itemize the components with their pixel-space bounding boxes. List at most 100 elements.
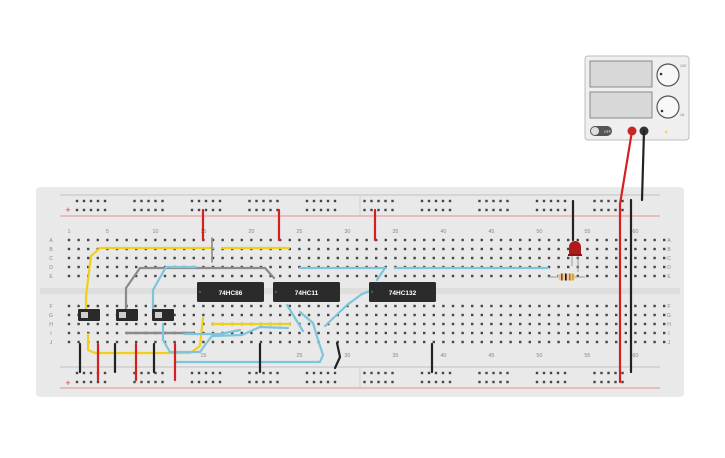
breadboard-hole[interactable] (211, 304, 215, 308)
breadboard-hole[interactable] (432, 247, 435, 251)
breadboard-hole[interactable] (173, 313, 176, 317)
rail-hole[interactable] (434, 371, 438, 375)
breadboard-hole[interactable] (279, 256, 282, 260)
slide-switch[interactable] (116, 309, 138, 321)
breadboard-hole[interactable] (106, 265, 109, 269)
breadboard-hole[interactable] (375, 331, 378, 335)
breadboard-hole[interactable] (519, 322, 522, 326)
rail-hole[interactable] (556, 371, 560, 375)
breadboard-hole[interactable] (547, 247, 551, 251)
breadboard-hole[interactable] (269, 274, 272, 278)
rail-hole[interactable] (593, 208, 596, 212)
breadboard-hole[interactable] (67, 331, 71, 335)
breadboard-hole[interactable] (67, 274, 71, 278)
breadboard-hole[interactable] (615, 238, 618, 242)
breadboard-hole[interactable] (509, 274, 512, 278)
breadboard-hole[interactable] (499, 238, 503, 242)
breadboard-hole[interactable] (480, 247, 483, 251)
rail-hole[interactable] (593, 371, 596, 375)
breadboard-hole[interactable] (615, 274, 618, 278)
breadboard-hole[interactable] (423, 274, 426, 278)
breadboard-hole[interactable] (413, 238, 416, 242)
breadboard-hole[interactable] (519, 331, 522, 335)
rail-hole[interactable] (370, 199, 373, 203)
rail-hole[interactable] (269, 371, 272, 375)
breadboard-hole[interactable] (106, 256, 109, 260)
rail-hole[interactable] (441, 199, 445, 203)
rail-hole[interactable] (549, 371, 553, 375)
breadboard-hole[interactable] (634, 265, 637, 269)
breadboard-hole[interactable] (317, 274, 320, 278)
rail-hole[interactable] (600, 371, 603, 375)
breadboard-hole[interactable] (115, 265, 119, 269)
breadboard-hole[interactable] (77, 265, 80, 269)
breadboard-hole[interactable] (67, 265, 71, 269)
breadboard-hole[interactable] (423, 247, 426, 251)
rail-hole[interactable] (441, 208, 445, 212)
breadboard-hole[interactable] (471, 274, 474, 278)
breadboard-hole[interactable] (480, 274, 483, 278)
breadboard-hole[interactable] (336, 256, 339, 260)
breadboard-hole[interactable] (471, 247, 474, 251)
breadboard-hole[interactable] (327, 304, 330, 308)
resistor[interactable] (548, 273, 585, 281)
breadboard-hole[interactable] (346, 238, 349, 242)
breadboard-hole[interactable] (653, 256, 656, 260)
breadboard-hole[interactable] (403, 247, 407, 251)
breadboard-hole[interactable] (634, 331, 637, 335)
breadboard-hole[interactable] (538, 331, 541, 335)
breadboard-hole[interactable] (259, 256, 263, 260)
breadboard-hole[interactable] (586, 304, 589, 308)
breadboard-hole[interactable] (317, 313, 320, 317)
breadboard-hole[interactable] (346, 256, 349, 260)
breadboard-hole[interactable] (240, 256, 243, 260)
wire-blue[interactable] (182, 328, 242, 336)
rail-hole[interactable] (499, 371, 502, 375)
breadboard-hole[interactable] (375, 256, 378, 260)
breadboard-hole[interactable] (663, 304, 666, 308)
breadboard-hole[interactable] (317, 238, 320, 242)
rail-hole[interactable] (600, 208, 603, 212)
breadboard-hole[interactable] (615, 256, 618, 260)
breadboard-hole[interactable] (528, 340, 531, 344)
breadboard-hole[interactable] (615, 265, 618, 269)
breadboard-hole[interactable] (211, 313, 215, 317)
breadboard-hole[interactable] (163, 256, 167, 260)
rail-hole[interactable] (319, 199, 323, 203)
breadboard-hole[interactable] (490, 322, 493, 326)
breadboard-hole[interactable] (586, 331, 589, 335)
breadboard-hole[interactable] (624, 340, 627, 344)
breadboard-hole[interactable] (192, 256, 195, 260)
breadboard-hole[interactable] (106, 274, 109, 278)
breadboard-hole[interactable] (250, 331, 253, 335)
breadboard-hole[interactable] (259, 313, 263, 317)
breadboard-hole[interactable] (576, 331, 579, 335)
breadboard-hole[interactable] (653, 265, 656, 269)
rail-hole[interactable] (75, 199, 79, 203)
breadboard-hole[interactable] (87, 322, 90, 326)
breadboard-hole[interactable] (653, 247, 656, 251)
breadboard-hole[interactable] (403, 322, 407, 326)
breadboard-hole[interactable] (499, 304, 503, 308)
rail-hole[interactable] (190, 199, 194, 203)
breadboard-hole[interactable] (240, 238, 243, 242)
rail-hole[interactable] (434, 199, 438, 203)
breadboard-hole[interactable] (547, 274, 551, 278)
rail-hole[interactable] (391, 371, 394, 375)
breadboard-hole[interactable] (509, 340, 512, 344)
rail-hole[interactable] (262, 380, 265, 384)
breadboard-hole[interactable] (375, 322, 378, 326)
breadboard-hole[interactable] (509, 247, 512, 251)
breadboard-hole[interactable] (259, 238, 263, 242)
breadboard-hole[interactable] (298, 304, 301, 308)
breadboard-hole[interactable] (96, 322, 99, 326)
breadboard-hole[interactable] (663, 331, 666, 335)
breadboard-hole[interactable] (634, 256, 637, 260)
breadboard-hole[interactable] (423, 304, 426, 308)
breadboard-hole[interactable] (471, 322, 474, 326)
breadboard-hole[interactable] (384, 256, 387, 260)
breadboard-hole[interactable] (67, 238, 71, 242)
switch-lever[interactable] (119, 312, 126, 318)
breadboard-hole[interactable] (461, 274, 464, 278)
rail-hole[interactable] (161, 208, 164, 212)
